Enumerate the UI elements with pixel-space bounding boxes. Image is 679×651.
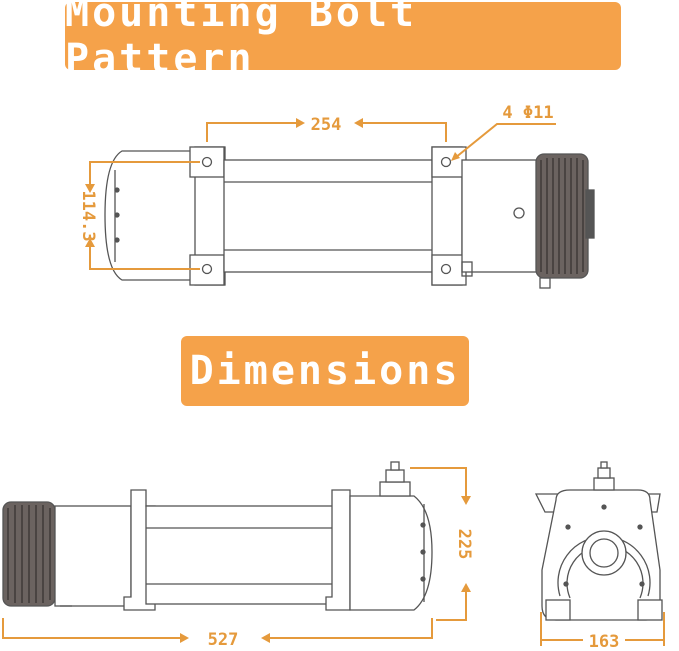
bolt-hole-leader — [451, 123, 556, 161]
dimension-163-label: 163 — [589, 632, 620, 651]
dimensions-banner: Dimensions — [181, 336, 469, 406]
mounting-bolt-pattern-banner: Mounting Bolt Pattern — [65, 0, 621, 82]
dimension-114-3-label: 114.3 — [78, 190, 98, 241]
front-winch-drawing — [534, 461, 663, 621]
bolt-hole-icon — [201, 263, 213, 275]
dimension-527 — [2, 618, 433, 643]
bolt-hole-icon — [440, 156, 452, 168]
dimension-254-label: 254 — [311, 115, 342, 135]
dimension-163 — [540, 612, 665, 646]
bolt-hole-label: 4 Φ11 — [502, 103, 553, 123]
bolt-hole-icon — [201, 156, 213, 168]
dimension-254 — [206, 118, 447, 142]
bolt-holes — [201, 156, 452, 275]
side-winch-drawing — [2, 461, 433, 611]
dimension-225-label: 225 — [454, 529, 474, 560]
bolt-hole-icon — [440, 263, 452, 275]
dimension-527-label: 527 — [208, 630, 239, 650]
dimension-225 — [410, 467, 471, 621]
top-winch-drawing — [104, 146, 595, 289]
dimension-114-3 — [85, 161, 200, 270]
